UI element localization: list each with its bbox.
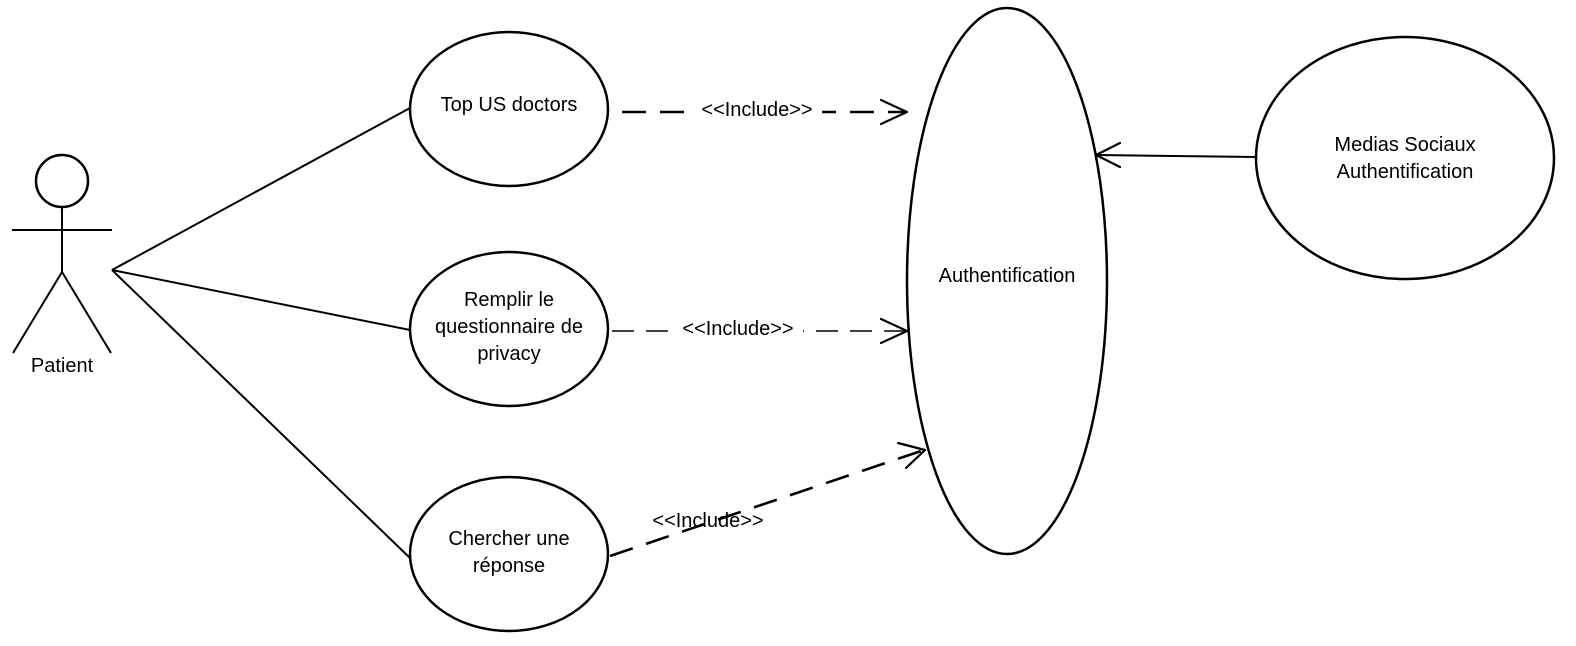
use-case-label-line-2: Authentification bbox=[1337, 161, 1474, 183]
use-case-authentification[interactable]: Authentification bbox=[905, 6, 1109, 556]
use-case-label-line-2: questionnaire de bbox=[435, 316, 583, 338]
arrowhead-top bbox=[879, 98, 909, 126]
use-case-label-line-2: réponse bbox=[473, 555, 545, 577]
association-top-us-doctors[interactable] bbox=[111, 107, 411, 271]
include-relation-chercher[interactable]: <<Include>> bbox=[609, 441, 927, 558]
use-case-chercher-reponse[interactable]: Chercher une réponse bbox=[408, 475, 610, 633]
include-label-remplir: <<Include>> bbox=[682, 318, 793, 340]
actor-right-leg bbox=[61, 271, 112, 354]
use-case-label-line-1: Medias Sociaux bbox=[1334, 134, 1475, 156]
arrowhead-chercher bbox=[896, 441, 927, 470]
use-case-label: Authentification bbox=[939, 265, 1076, 287]
include-relation-remplir[interactable]: <<Include>> bbox=[612, 317, 909, 345]
use-case-medias-sociaux[interactable]: Medias Sociaux Authentification bbox=[1254, 35, 1556, 281]
actor-label: Patient bbox=[31, 355, 94, 377]
include-label-chercher: <<Include>> bbox=[652, 510, 763, 532]
use-case-top-us-doctors[interactable]: Top US doctors bbox=[408, 30, 610, 188]
actor-head bbox=[34, 153, 90, 209]
include-line-chercher bbox=[609, 448, 925, 558]
use-case-label: Top US doctors bbox=[441, 94, 578, 116]
use-case-label-line-1: Chercher une bbox=[448, 528, 569, 550]
use-case-label-line-1: Remplir le bbox=[464, 289, 554, 311]
association-chercher[interactable] bbox=[111, 269, 411, 559]
association-remplir[interactable] bbox=[111, 269, 411, 331]
relation-medias-sociaux[interactable] bbox=[1094, 141, 1257, 169]
include-label-top: <<Include>> bbox=[701, 99, 812, 121]
use-case-remplir-questionnaire[interactable]: Remplir le questionnaire de privacy bbox=[408, 250, 610, 408]
actor-left-leg bbox=[12, 271, 63, 354]
use-case-label-line-3: privacy bbox=[477, 343, 540, 365]
actor-patient[interactable]: Patient bbox=[12, 153, 112, 377]
relation-line-medias bbox=[1097, 154, 1257, 158]
include-relation-top[interactable]: <<Include>> bbox=[622, 98, 909, 126]
arrowhead-remplir bbox=[879, 317, 909, 345]
